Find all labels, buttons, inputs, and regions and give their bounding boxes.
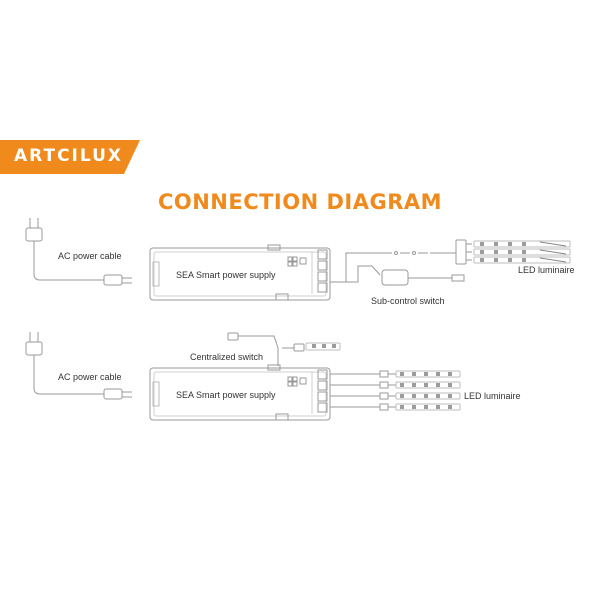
- led-luminaire-label-bottom: LED luminaire: [464, 391, 521, 401]
- power-supply-top: [149, 244, 331, 301]
- brand-logo: ARTCILUX: [14, 146, 124, 166]
- ac-plug-top: [25, 218, 132, 286]
- led-luminaire-label-top: LED luminaire: [518, 265, 575, 275]
- sub-control-switch-label: Sub-control switch: [371, 296, 445, 306]
- brand-banner-shape: [0, 140, 140, 174]
- brand-banner: ARTCILUX: [0, 140, 140, 174]
- led-outputs-bottom: [330, 370, 396, 411]
- ac-plug-bottom: [25, 332, 132, 400]
- page-title: CONNECTION DIAGRAM: [157, 190, 443, 214]
- ac-power-cable-label-bottom: AC power cable: [58, 372, 122, 382]
- power-supply-label-bottom: SEA Smart power supply: [176, 390, 276, 400]
- sub-control-wiring-top: [330, 239, 472, 286]
- ac-power-cable-label-top: AC power cable: [58, 251, 122, 261]
- led-strips-bottom: [395, 370, 461, 411]
- power-supply-bottom: [149, 364, 331, 421]
- power-supply-label-top: SEA Smart power supply: [176, 270, 276, 280]
- led-chips: [312, 242, 526, 409]
- centralized-switch-wiring: [227, 332, 341, 366]
- centralized-switch-label: Centralized switch: [190, 352, 264, 362]
- led-strips-top: [473, 240, 571, 264]
